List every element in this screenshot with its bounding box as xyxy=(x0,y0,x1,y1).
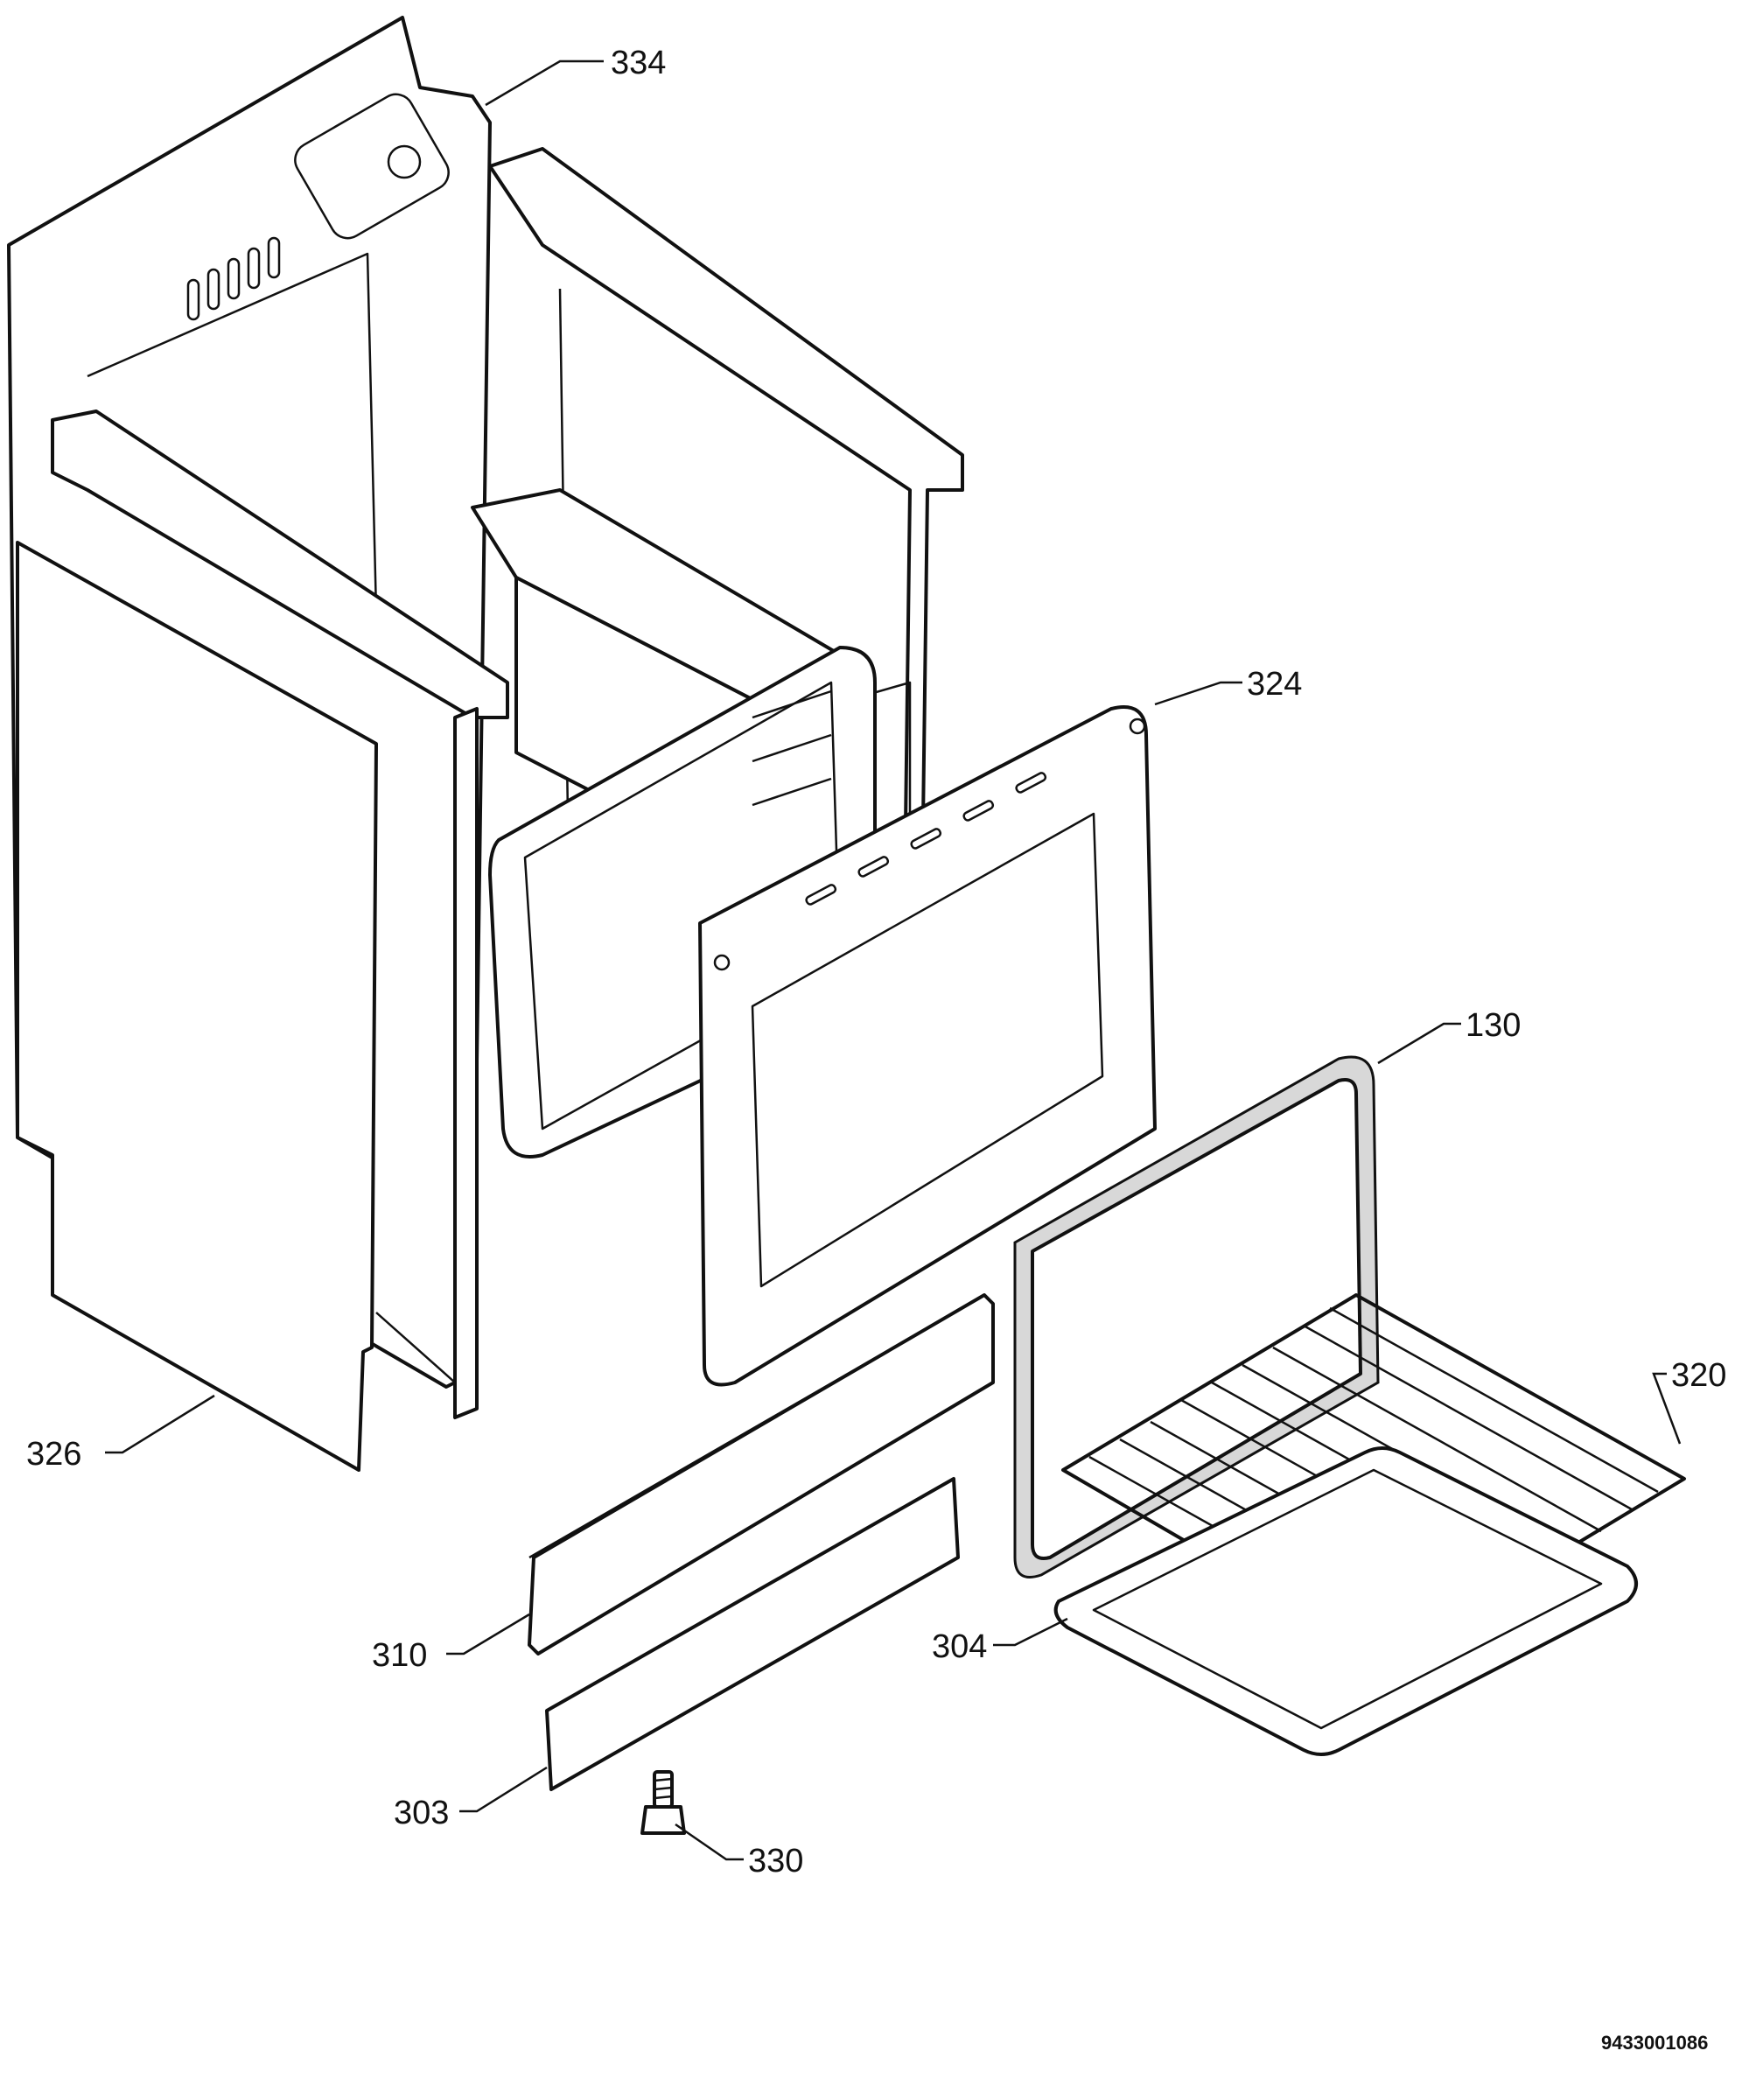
top-brace xyxy=(51,410,509,719)
reference-code: 9433001086 xyxy=(1601,2032,1708,2054)
leader-lines xyxy=(105,60,1682,1861)
door-frame xyxy=(698,705,1157,1387)
adjustable-foot xyxy=(640,1770,686,1835)
kick-plate-strip xyxy=(528,1293,995,1656)
door-frame-slots xyxy=(805,772,1047,906)
insulation-strip xyxy=(545,1477,960,1791)
callout-303: 303 xyxy=(394,1795,449,1831)
callout-130: 130 xyxy=(1466,1007,1521,1044)
left-side-panel xyxy=(16,541,378,1472)
callout-326: 326 xyxy=(26,1436,81,1473)
callout-304: 304 xyxy=(932,1628,987,1665)
callout-310: 310 xyxy=(372,1637,427,1674)
callout-labels: 334 324 130 320 326 310 304 303 330 xyxy=(26,45,1726,1880)
callout-330: 330 xyxy=(748,1843,803,1880)
left-front-strip xyxy=(375,707,479,1419)
cavity-shelf-runners xyxy=(752,690,832,807)
back-panel-vents xyxy=(186,236,281,321)
callout-334: 334 xyxy=(611,45,666,81)
callout-324: 324 xyxy=(1247,666,1302,703)
callout-320: 320 xyxy=(1671,1357,1726,1394)
